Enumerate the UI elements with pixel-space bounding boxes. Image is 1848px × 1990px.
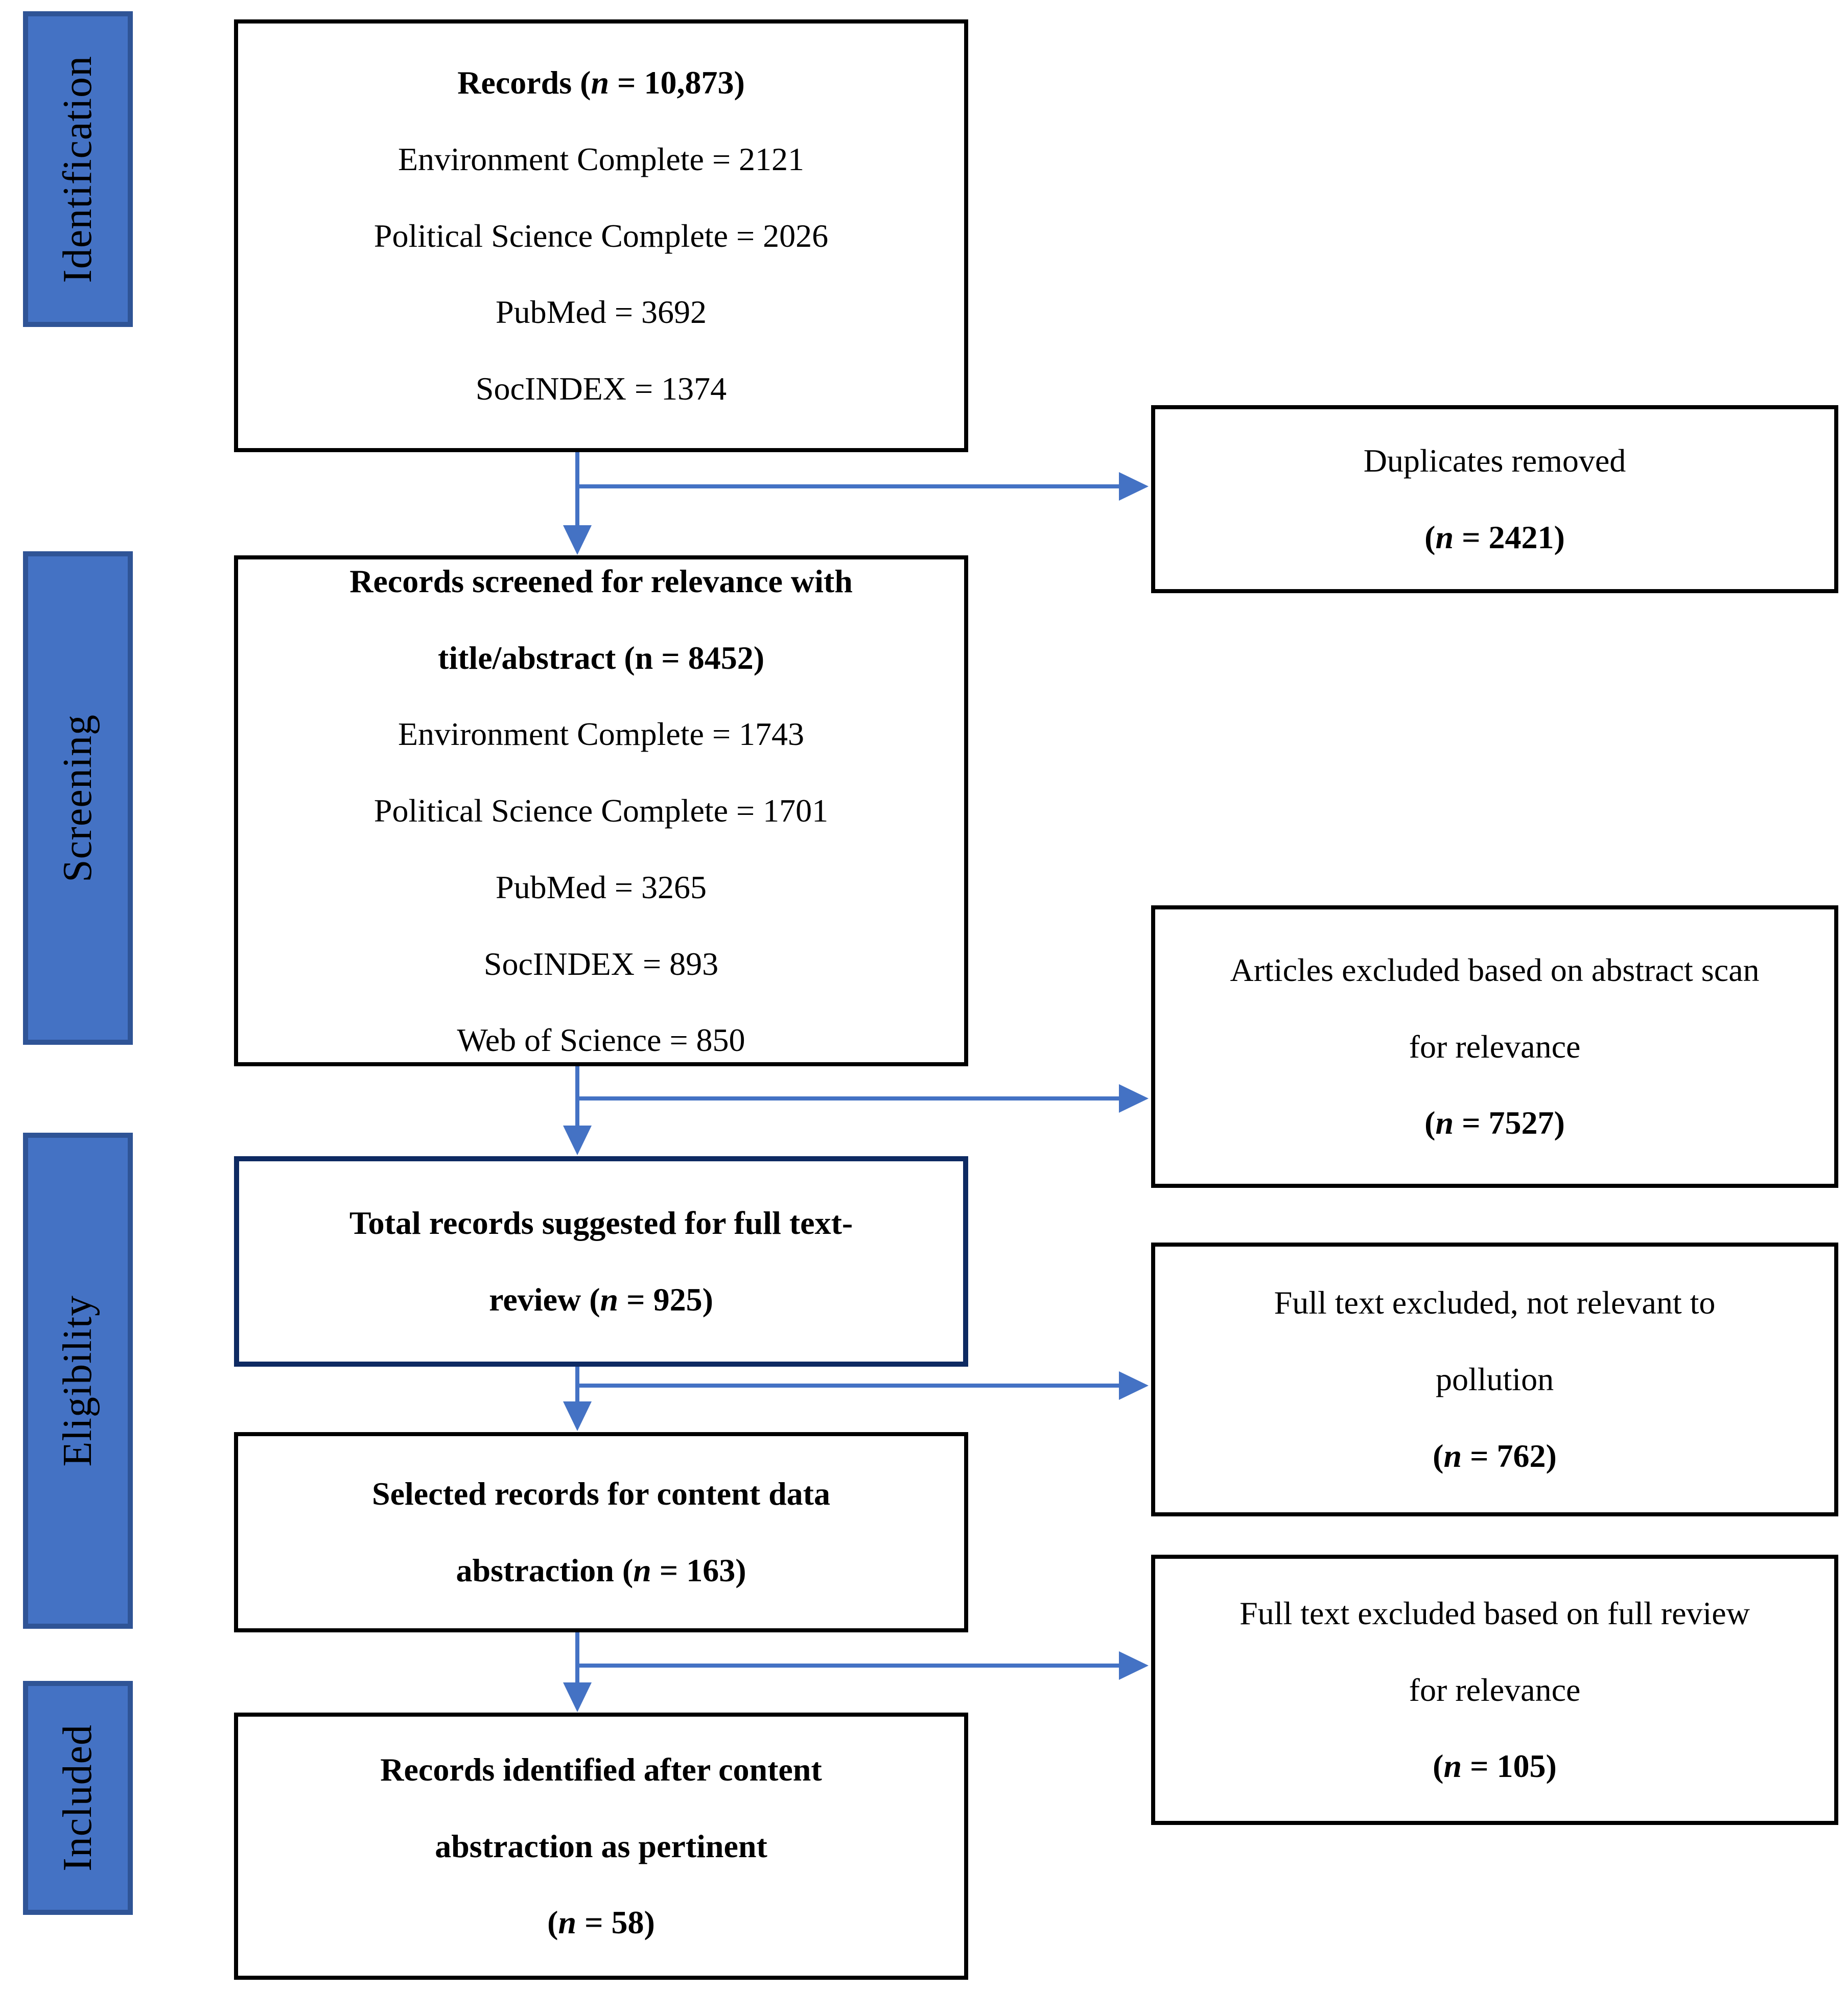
line-text: ( bbox=[1424, 519, 1436, 555]
line-text: = 762) bbox=[1462, 1437, 1557, 1474]
arrow-branch-abstract-excluded-line bbox=[577, 1096, 1119, 1101]
stage-screening: Screening bbox=[23, 551, 133, 1045]
box-fullreview-excluded-line-1: Full text excluded based on full review bbox=[1239, 1595, 1750, 1631]
arrow-branch-pollution-excluded-line bbox=[577, 1384, 1119, 1388]
stage-included-label: Included bbox=[55, 1724, 100, 1871]
box-line: Environment Complete = 2121 bbox=[397, 141, 805, 177]
stage-screening-label: Screening bbox=[55, 714, 100, 882]
box-line: Political Science Complete = 2026 bbox=[373, 217, 829, 254]
arrowhead-down-screened-to-fulltext bbox=[563, 1126, 592, 1155]
arrowhead-down-fulltext-to-selected bbox=[563, 1401, 592, 1431]
box-line: PubMed = 3692 bbox=[496, 294, 707, 331]
stage-eligibility: Eligibility bbox=[23, 1133, 133, 1629]
box-pollution-excluded-line-1: Full text excluded, not relevant to bbox=[1274, 1284, 1716, 1321]
stage-eligibility-label: Eligibility bbox=[55, 1295, 100, 1467]
title-text: Records ( bbox=[457, 64, 591, 101]
line-text: = 58) bbox=[576, 1904, 655, 1941]
arrowhead-right-duplicates bbox=[1119, 472, 1149, 501]
box-abstract-excluded-line-1: Articles excluded based on abstract scan bbox=[1230, 951, 1760, 988]
box-records-screened: Records screened for relevance with titl… bbox=[234, 555, 968, 1066]
line-text: = 105) bbox=[1462, 1748, 1557, 1785]
box-line: SocINDEX = 893 bbox=[483, 945, 719, 982]
box-pollution-excluded: Full text excluded, not relevant to poll… bbox=[1151, 1243, 1838, 1516]
arrow-branch-duplicates-line bbox=[577, 484, 1119, 488]
box-pollution-excluded-line-2: pollution bbox=[1435, 1361, 1554, 1398]
n-symbol: n bbox=[558, 1904, 577, 1941]
n-symbol: n bbox=[1435, 1105, 1454, 1141]
box-selected-line-1: Selected records for content data bbox=[372, 1476, 830, 1512]
box-records-pertinent: Records identified after content abstrac… bbox=[234, 1713, 968, 1980]
box-abstract-excluded-count: (n = 7527) bbox=[1424, 1085, 1565, 1161]
box-fulltext-review: Total records suggested for full text- r… bbox=[234, 1156, 968, 1367]
arrow-selected-to-pertinent-line bbox=[575, 1632, 579, 1683]
arrowhead-down-records-to-screened bbox=[563, 525, 592, 555]
box-screened-title-2: title/abstract (n = 8452) bbox=[438, 639, 764, 676]
n-symbol: n bbox=[1435, 519, 1454, 555]
arrow-records-to-screened-line bbox=[575, 452, 579, 526]
stage-identification-label: Identification bbox=[55, 55, 100, 283]
box-fullreview-excluded-line-2: for relevance bbox=[1409, 1671, 1581, 1708]
box-duplicates-count: (n = 2421) bbox=[1424, 499, 1565, 576]
n-symbol: n bbox=[1443, 1437, 1462, 1474]
box-screened-title-1: Records screened for relevance with bbox=[349, 563, 853, 599]
n-symbol: n bbox=[633, 1552, 651, 1588]
box-line: PubMed = 3265 bbox=[496, 869, 707, 905]
title-text: = 10,873) bbox=[609, 64, 745, 101]
box-abstract-excluded: Articles excluded based on abstract scan… bbox=[1151, 905, 1838, 1188]
line-text: ( bbox=[1424, 1105, 1436, 1141]
box-line: Web of Science = 850 bbox=[457, 1022, 745, 1059]
box-selected-records: Selected records for content data abstra… bbox=[234, 1432, 968, 1632]
line-text: review ( bbox=[489, 1281, 600, 1318]
box-selected-line-2: abstraction (n = 163) bbox=[456, 1532, 746, 1609]
box-pertinent-count: (n = 58) bbox=[547, 1884, 655, 1961]
arrowhead-right-pollution-excluded bbox=[1119, 1371, 1149, 1400]
box-line: Political Science Complete = 1701 bbox=[373, 792, 829, 829]
n-symbol: n bbox=[1443, 1748, 1462, 1785]
line-text: = 925) bbox=[618, 1281, 713, 1318]
box-fulltext-line-1: Total records suggested for full text- bbox=[349, 1205, 853, 1242]
line-text: abstraction ( bbox=[456, 1552, 634, 1588]
box-pollution-excluded-count: (n = 762) bbox=[1433, 1418, 1557, 1494]
n-symbol: n bbox=[591, 64, 610, 101]
box-records: Records (n = 10,873) Environment Complet… bbox=[234, 19, 968, 452]
line-text: ( bbox=[547, 1904, 558, 1941]
line-text: ( bbox=[1433, 1748, 1444, 1785]
line-text: = 163) bbox=[651, 1552, 746, 1588]
box-fullreview-excluded-count: (n = 105) bbox=[1433, 1728, 1557, 1805]
arrowhead-down-selected-to-pertinent bbox=[563, 1682, 592, 1712]
stage-included: Included bbox=[23, 1681, 133, 1915]
box-duplicates-removed: Duplicates removed (n = 2421) bbox=[1151, 405, 1838, 593]
box-records-title: Records (n = 10,873) bbox=[457, 44, 745, 121]
box-abstract-excluded-line-2: for relevance bbox=[1409, 1028, 1581, 1065]
stage-identification: Identification bbox=[23, 11, 133, 327]
arrowhead-right-abstract-excluded bbox=[1119, 1084, 1149, 1113]
box-pertinent-line-1: Records identified after content bbox=[380, 1751, 822, 1788]
box-fulltext-line-2: review (n = 925) bbox=[489, 1261, 713, 1338]
n-symbol: n bbox=[600, 1281, 619, 1318]
line-text: ( bbox=[1433, 1437, 1444, 1474]
box-duplicates-line-1: Duplicates removed bbox=[1363, 442, 1626, 479]
line-text: = 7527) bbox=[1454, 1105, 1565, 1141]
box-pertinent-line-2: abstraction as pertinent bbox=[435, 1828, 767, 1864]
arrow-branch-fullreview-excluded-line bbox=[577, 1664, 1119, 1668]
box-line: SocINDEX = 1374 bbox=[475, 370, 727, 407]
arrowhead-right-fullreview-excluded bbox=[1119, 1651, 1149, 1680]
box-line: Environment Complete = 1743 bbox=[397, 716, 805, 753]
line-text: = 2421) bbox=[1454, 519, 1565, 555]
box-fullreview-excluded: Full text excluded based on full review … bbox=[1151, 1555, 1838, 1825]
